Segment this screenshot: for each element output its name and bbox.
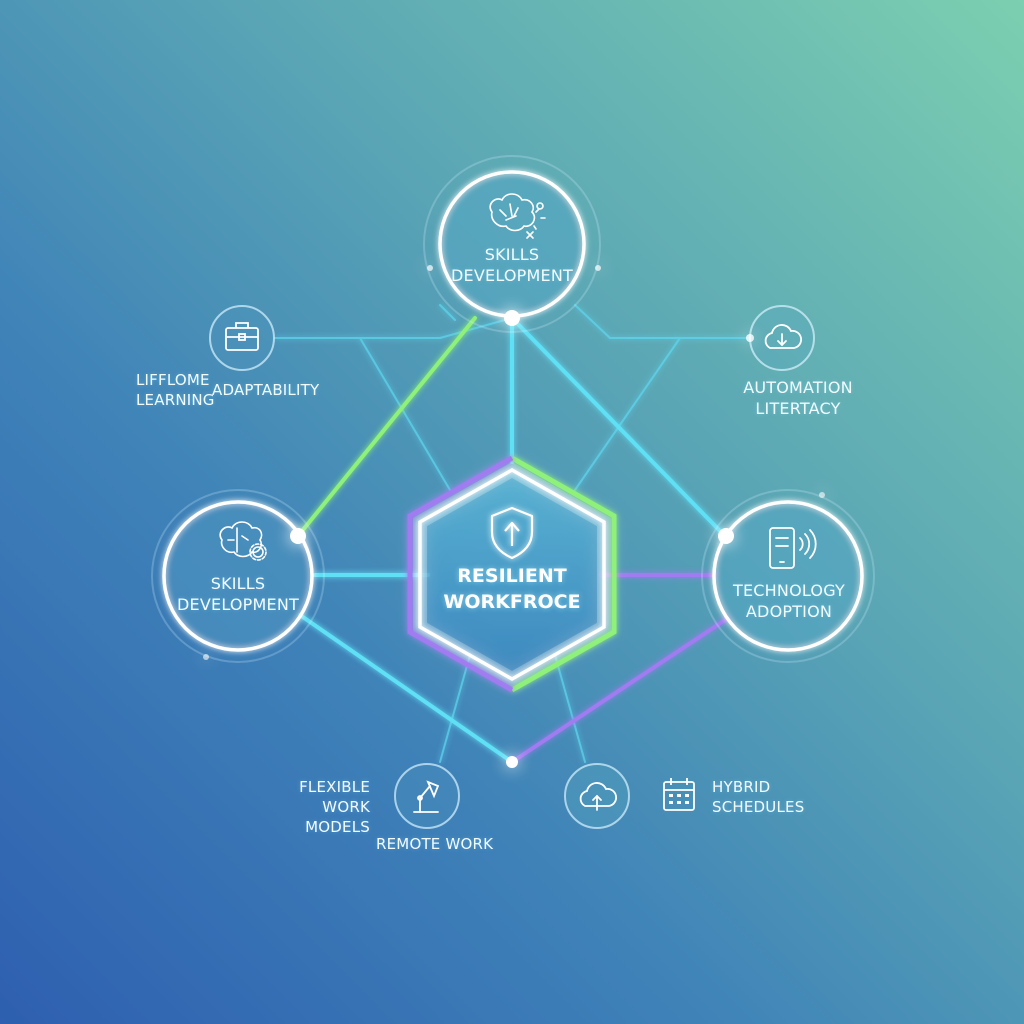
node-top-label: SKILLS DEVELOPMENT — [451, 245, 573, 285]
node-left-label: SKILLS DEVELOPMENT — [177, 574, 299, 614]
remote-work-label: REMOTE WORK — [376, 835, 494, 853]
shield-icon — [490, 506, 534, 560]
connector-line — [298, 613, 514, 764]
hybrid-schedules-label: HYBRID SCHEDULES — [712, 778, 805, 816]
adaptability-label: ADAPTABILITY — [212, 381, 320, 399]
connector-line — [554, 654, 586, 763]
node-right-label: TECHNOLOGY ADOPTION — [733, 581, 845, 621]
cloud-download-icon — [764, 324, 802, 349]
lifelong-learning-label: LIFFLOME LEARNING — [136, 371, 215, 409]
calendar-icon — [663, 778, 695, 811]
desk-lamp-icon — [413, 780, 440, 813]
connector-lines — [274, 304, 751, 764]
automation-literacy-label: AUTOMATION LITERTACY — [743, 378, 853, 418]
briefcase-icon-circle — [209, 305, 275, 371]
connector-line — [439, 654, 471, 763]
flexible-work-models-label: FLEXIBLE WORK MODELS — [299, 778, 370, 836]
node-right-circle — [701, 489, 875, 663]
node-left-circle — [151, 489, 325, 663]
center-label: RESILIENT WORKFROCE — [443, 565, 581, 613]
connector-line — [574, 337, 681, 491]
connector-line — [510, 616, 730, 764]
brain-gear-icon — [219, 521, 267, 561]
desk-lamp-icon-circle — [394, 763, 460, 829]
briefcase-icon — [225, 322, 259, 351]
junction-dot — [819, 492, 825, 498]
junction-dot — [718, 528, 734, 544]
connector-line — [439, 304, 456, 321]
junction-dot — [746, 334, 754, 342]
junction-dot — [504, 310, 520, 326]
junction-dot — [203, 654, 209, 660]
connector-line — [359, 337, 451, 491]
smartphone-signal-icon — [769, 527, 817, 569]
connector-line — [296, 316, 477, 538]
brain-icon — [489, 193, 546, 239]
cloud-upload-icon — [579, 782, 617, 811]
connector-line — [439, 317, 513, 339]
connector-line — [510, 316, 727, 538]
junction-dot — [506, 756, 518, 768]
connector-line — [574, 304, 611, 339]
center-hexagon — [407, 455, 617, 693]
junction-dot — [595, 265, 601, 271]
junction-dot — [290, 528, 306, 544]
junction-dot — [427, 265, 433, 271]
junction-dots — [203, 265, 825, 768]
